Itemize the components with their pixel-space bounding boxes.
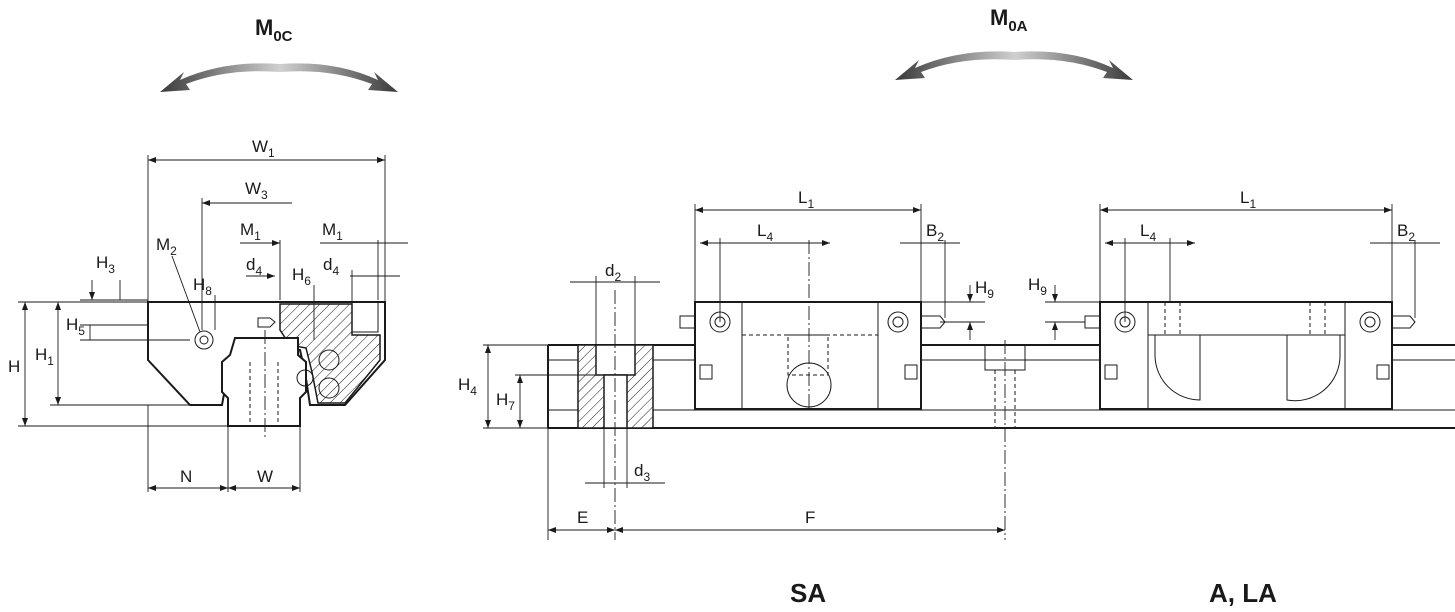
dim-h7: H7 xyxy=(496,390,515,413)
dim-h3: H3 xyxy=(96,253,115,276)
dim-h1: H1 xyxy=(35,345,54,368)
dim-d3: d3 xyxy=(634,461,650,484)
dim-sa-h9: H9 xyxy=(975,278,994,301)
moment-m0c: M0C xyxy=(160,15,398,92)
dim-a-l1: L1 xyxy=(1240,188,1256,211)
dim-f: F xyxy=(805,508,815,527)
moment-m0c-arrow-right xyxy=(280,63,398,92)
dim-w1: W1 xyxy=(252,137,275,160)
dim-m1: M1 xyxy=(240,220,261,243)
dim-h5: H5 xyxy=(66,315,85,338)
dim-w: W xyxy=(257,467,273,486)
dim-h4: H4 xyxy=(458,375,477,398)
dim-sa-l4: L4 xyxy=(757,221,773,244)
caption-a-la: A, LA xyxy=(1209,578,1277,608)
moment-m0a: M0A xyxy=(895,5,1133,80)
dim-d2: d2 xyxy=(605,261,621,284)
dim-a-l4: L4 xyxy=(1140,221,1156,244)
dim-a-b2: B2 xyxy=(1397,221,1415,244)
moment-m0a-label: M0A xyxy=(990,5,1028,35)
carriage-a-la xyxy=(1099,301,1393,410)
dim-e: E xyxy=(577,508,588,527)
side-view: L1 L4 B2 H9 d2 H4 H7 d3 E F xyxy=(458,188,1455,540)
dim-h8: H8 xyxy=(193,275,212,298)
rail-profile xyxy=(221,337,307,427)
moment-m0a-arrow-right xyxy=(1015,51,1133,80)
dim-a-h9: H9 xyxy=(1028,275,1047,298)
moment-m0c-arrow-left xyxy=(160,63,280,92)
moment-m0c-label: M0C xyxy=(255,15,293,45)
cross-section-view: W1 W3 M1 M1 M2 H3 H8 d4 H6 d4 xyxy=(8,137,408,492)
dim-h6: H6 xyxy=(292,265,311,288)
dim-w3: W3 xyxy=(245,179,268,202)
dim-sa-b2: B2 xyxy=(926,221,944,244)
moment-m0a-arrow-left xyxy=(895,51,1015,80)
dim-sa-l1: L1 xyxy=(798,188,814,211)
dim-n: N xyxy=(180,467,192,486)
dim-d4: d4 xyxy=(246,255,262,278)
dim-m2: M2 xyxy=(156,235,177,258)
caption-sa: SA xyxy=(790,578,826,608)
dim-m1-right: M1 xyxy=(322,220,343,243)
dim-d4-right: d4 xyxy=(323,255,339,278)
carriage-sa xyxy=(694,301,922,410)
dim-h: H xyxy=(8,357,20,376)
